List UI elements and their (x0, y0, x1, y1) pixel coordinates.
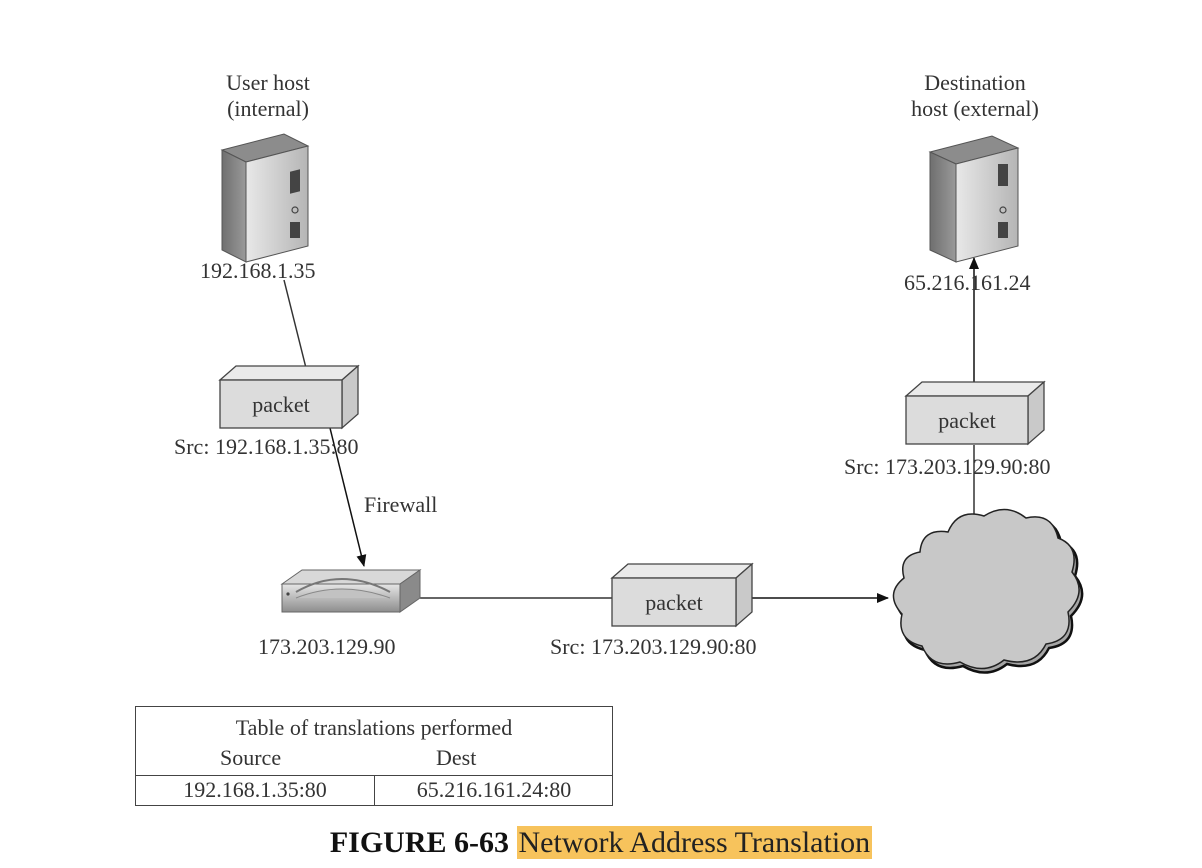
packet-3-label: packet (938, 408, 995, 433)
packet-2-src: Src: 173.203.129.90:80 (550, 634, 757, 659)
packet-box-3: packet (904, 380, 1046, 446)
packet-1-label: packet (252, 392, 309, 417)
firewall-device-icon (280, 569, 422, 613)
table-header-dest: Dest (436, 745, 477, 770)
destination-host-title-line1: Destination (924, 70, 1026, 95)
packet-1-src: Src: 192.168.1.35:80 (174, 434, 359, 459)
user-host-server-icon (220, 133, 310, 263)
table-header-source: Source (220, 745, 282, 770)
figure-number: FIGURE 6-63 (329, 826, 509, 859)
destination-host-ip: 65.216.161.24 (904, 270, 1031, 295)
internet-cloud-icon (892, 508, 1084, 674)
firewall-ip: 173.203.129.90 (258, 634, 396, 659)
user-host-ip: 192.168.1.35 (200, 258, 316, 283)
link-userhost-packet (283, 279, 307, 369)
user-host-title: User host (internal) (206, 70, 330, 123)
arrow-packet-firewall (329, 427, 367, 567)
packet-box-2: packet (610, 562, 754, 628)
table-title: Table of translations performed (235, 715, 513, 740)
packet-2-label: packet (645, 590, 702, 615)
table-cell-source: 192.168.1.35:80 (183, 777, 327, 802)
table-column-divider (374, 775, 375, 805)
destination-host-server-icon (928, 135, 1020, 263)
destination-host-title: Destination host (external) (890, 70, 1060, 123)
figure-caption: FIGURE 6-63 Network Address Translation (0, 826, 1202, 860)
packet-box-1: packet (218, 364, 360, 430)
figure-title: Network Address Translation (516, 826, 873, 859)
translation-table: Table of translations performed Source D… (135, 706, 613, 806)
destination-host-title-line2: host (external) (911, 96, 1039, 122)
packet-3-src: Src: 173.203.129.90:80 (844, 454, 1051, 479)
table-cell-dest: 65.216.161.24:80 (416, 777, 572, 802)
user-host-title-line2: (internal) (227, 96, 309, 122)
user-host-title-line1: User host (226, 70, 310, 95)
firewall-label: Firewall (364, 492, 438, 517)
